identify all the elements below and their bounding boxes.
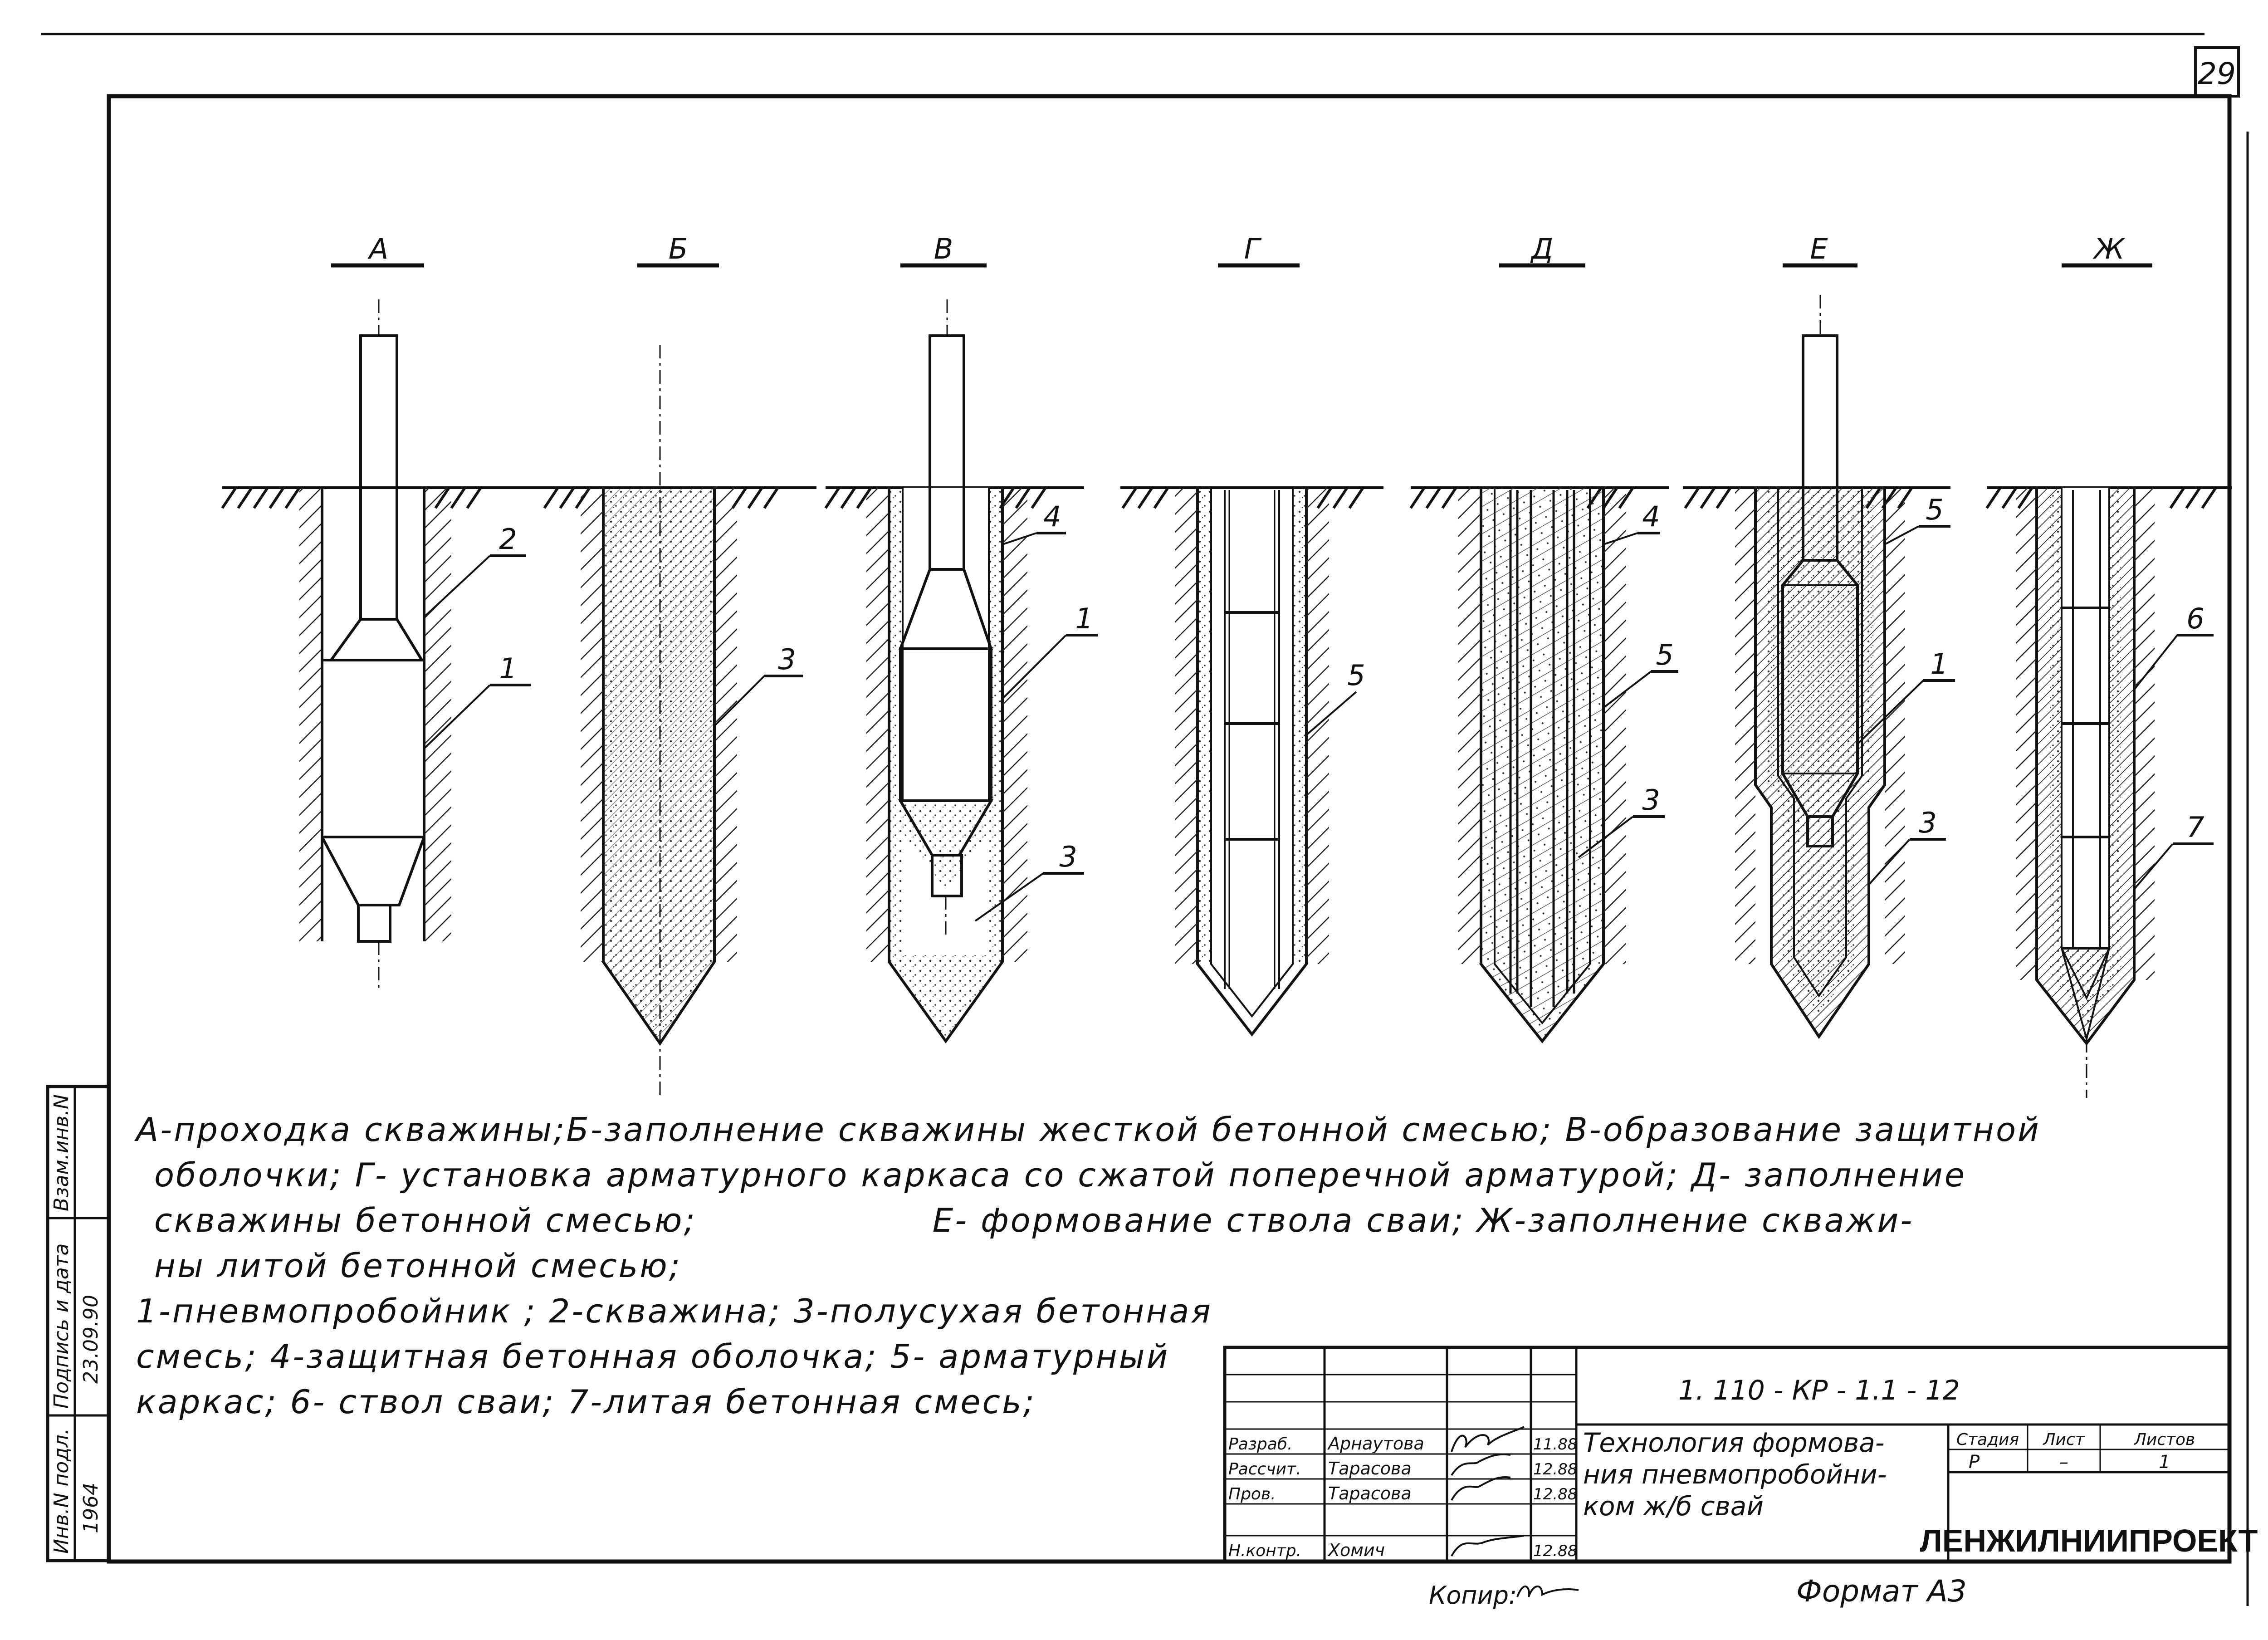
section-headers: А Б В Г Д Е Ж: [331, 232, 2152, 268]
tb-name-2: Тарасова: [1328, 1459, 1412, 1478]
sheet-header: Лист: [2042, 1430, 2085, 1449]
tb-role-1: Разраб.: [1228, 1435, 1292, 1454]
drawing-title-line-2: ния пневмопробойни-: [1583, 1459, 1887, 1490]
callout-d-4: 4: [1642, 500, 1660, 533]
tb-date-2: 12.88: [1533, 1460, 1577, 1478]
diagram-zh-cast-concrete-fill: 6 7: [1985, 486, 2232, 1098]
diagram-d-concrete-fill: 4 5 3: [1409, 486, 1678, 1043]
diagram-a-borehole-driving: 2 1: [221, 299, 544, 991]
drawing-title-line-3: ком ж/б свай: [1583, 1491, 1764, 1522]
diagram-g-rebar-cage: 5: [1120, 486, 1383, 1037]
stamp-inv-podl-label: Инв.N подл.: [50, 1428, 73, 1554]
section-header-b: Б: [637, 232, 719, 268]
stage-header: Стадия: [1956, 1430, 2019, 1449]
tb-role-3: Пров.: [1228, 1485, 1276, 1503]
stamp-inv-value: 1964: [79, 1483, 103, 1533]
stamp-vzam-inv-label: Взам.инв.N: [50, 1094, 73, 1211]
sheet-number-box: 29: [2194, 46, 2240, 98]
legend-line-3b: Е- формование ствола сваи; Ж-заполнение …: [932, 1201, 1914, 1239]
title-block: 1. 110 - КР - 1.1 - 12 Разраб. Арнаутова…: [1223, 1346, 2258, 1563]
tb-date-1: 11.88: [1533, 1435, 1577, 1454]
section-header-g: Г: [1218, 232, 1300, 268]
svg-text:Е: Е: [1810, 232, 1828, 265]
callout-zh-6: 6: [2186, 602, 2204, 635]
svg-text:Г: Г: [1244, 232, 1262, 265]
stage-value: Р: [1969, 1452, 1980, 1473]
drawing-frame: [107, 94, 2232, 1564]
svg-text:Б: Б: [669, 232, 688, 265]
callout-a-2: 2: [499, 523, 517, 556]
sheet-value: –: [2059, 1452, 2068, 1473]
callout-d-3: 3: [1642, 783, 1660, 817]
callout-v-1: 1: [1075, 602, 1093, 635]
callout-e-3: 3: [1919, 806, 1936, 839]
tb-date-3: 12.88: [1533, 1485, 1577, 1503]
copied-by: Копир:: [1429, 1581, 1517, 1610]
callout-v-4: 4: [1043, 500, 1061, 533]
sheet-number: 29: [2198, 56, 2236, 91]
organization-name: ЛЕНЖИЛНИИПРОЕКТ: [1920, 1523, 2258, 1558]
svg-text:А: А: [367, 232, 388, 265]
sheets-value: 1: [2159, 1452, 2170, 1473]
tb-role-4: Н.контр.: [1228, 1542, 1301, 1560]
callout-b-3: 3: [778, 643, 796, 676]
callout-e-1: 1: [1930, 647, 1948, 680]
doc-code: 1. 110 - КР - 1.1 - 12: [1678, 1375, 1960, 1406]
legend-line-4: ны литой бетонной смесью;: [154, 1247, 682, 1285]
diagram-e-pile-shaft-forming: 5 1 3: [1683, 295, 1955, 1039]
callout-zh-7: 7: [2186, 811, 2204, 844]
callout-v-3: 3: [1059, 840, 1077, 873]
legend-line-2: оболочки; Г- установка арматурного карка…: [154, 1156, 1967, 1194]
legend-line-3: скважины бетонной смесью; Е- формование с…: [136, 1198, 2041, 1243]
legend-line-7: каркас; 6- ствол сваи; 7-литая бетонная …: [136, 1383, 1036, 1421]
callout-g-5: 5: [1347, 659, 1365, 692]
callout-a-1: 1: [499, 652, 517, 685]
callout-d-5: 5: [1656, 638, 1673, 671]
legend-line-6: смесь; 4-защитная бетонная оболочка; 5- …: [136, 1337, 1170, 1376]
svg-text:В: В: [934, 232, 953, 265]
paper-format: Формат А3: [1796, 1574, 1967, 1609]
stamp-podpis-label: Подпись и дата: [50, 1243, 73, 1409]
tb-name-4: Хомич: [1327, 1540, 1385, 1560]
diagram-v-protective-shell: 4 1 3: [824, 299, 1098, 1044]
side-stamp: Взам.инв.N Подпись и дата Инв.N подл. 23…: [46, 1085, 111, 1562]
callout-e-5: 5: [1926, 493, 1943, 526]
svg-text:Ж: Ж: [2092, 232, 2126, 265]
legend: А-проходка скважины;Б-заполнение скважин…: [136, 1107, 2041, 1425]
section-header-v: В: [900, 232, 987, 268]
stamp-date-value: 23.09.90: [79, 1295, 103, 1384]
section-header-e: Е: [1783, 232, 1857, 268]
legend-line-5: 1-пневмопробойник ; 2-скважина; 3-полусу…: [136, 1292, 1212, 1330]
drawing-title-line-1: Технология формова-: [1583, 1427, 1885, 1458]
section-header-d: Д: [1499, 232, 1585, 268]
diagram-b-rigid-concrete-fill: 3: [542, 345, 816, 1098]
legend-line-1: А-проходка скважины;Б-заполнение скважин…: [136, 1111, 2041, 1149]
tb-name-1: Арнаутова: [1327, 1434, 1424, 1454]
section-header-zh: Ж: [2062, 232, 2152, 268]
tb-date-4: 12.88: [1533, 1542, 1577, 1560]
tb-role-2: Рассчит.: [1228, 1460, 1301, 1478]
tb-name-3: Тарасова: [1328, 1483, 1412, 1503]
svg-text:Д: Д: [1530, 232, 1553, 265]
legend-line-3a: скважины бетонной смесью;: [154, 1201, 697, 1239]
section-header-a: А: [331, 232, 424, 268]
sheets-header: Листов: [2133, 1430, 2195, 1449]
